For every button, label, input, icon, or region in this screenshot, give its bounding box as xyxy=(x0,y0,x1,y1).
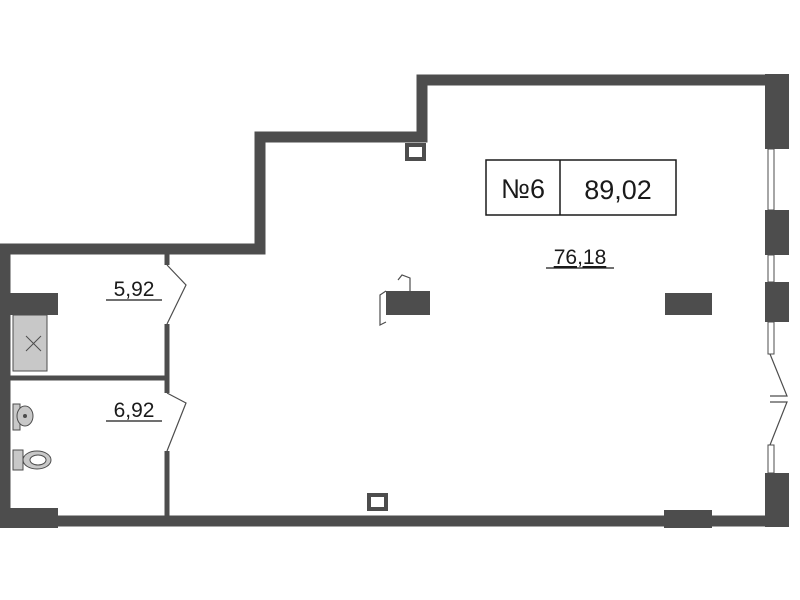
right-pillar-1 xyxy=(765,210,789,255)
central-column xyxy=(386,291,430,315)
unit-badge: №6 89,02 xyxy=(485,159,677,216)
main-room-area: 76,18 xyxy=(554,246,607,269)
floor-drain-x2 xyxy=(25,335,42,352)
room-labels: 76,18 5,92 6,92 xyxy=(106,246,614,422)
bottom-right-block xyxy=(664,510,712,528)
right-wall-bottom xyxy=(765,473,789,527)
toilet-tank xyxy=(12,449,24,471)
toilet-seat xyxy=(29,454,47,466)
door-bathroom xyxy=(166,392,187,452)
exterior-walls xyxy=(0,74,775,527)
entrance-door-leaf-bottom xyxy=(769,401,788,446)
window-2 xyxy=(767,254,775,283)
right-pillar-2 xyxy=(765,282,789,322)
sink-drain xyxy=(23,414,27,418)
interior-doors xyxy=(166,264,411,452)
utility-room-area: 5,92 xyxy=(114,278,155,301)
unit-total-area: 89,02 xyxy=(584,175,652,205)
shaft-bottom xyxy=(367,493,388,511)
unit-number: №6 xyxy=(501,174,545,204)
floor-drain xyxy=(12,314,48,372)
thick-wall-sections xyxy=(0,291,712,528)
window-4 xyxy=(767,444,775,474)
left-wall-block xyxy=(0,293,58,315)
window-3 xyxy=(767,321,775,355)
floor-drain-panel xyxy=(12,314,48,372)
right-wall-top xyxy=(765,74,789,149)
sink xyxy=(12,403,34,431)
entrance-door xyxy=(769,353,788,446)
right-facade xyxy=(765,74,789,527)
entrance-door-leaf-top xyxy=(769,353,788,397)
interior-partitions xyxy=(10,249,170,521)
bottom-left-block xyxy=(0,508,58,528)
door-central xyxy=(379,290,387,326)
unit-badge-frame xyxy=(485,159,677,216)
wall-outline xyxy=(0,74,775,527)
door-utility-room xyxy=(166,264,187,325)
windows xyxy=(767,148,775,474)
door-central-leaf xyxy=(397,274,411,291)
right-column xyxy=(665,293,712,315)
window-1 xyxy=(767,148,775,211)
bathroom-area: 6,92 xyxy=(114,399,155,422)
toilet xyxy=(12,449,52,471)
shaft-top xyxy=(405,143,426,161)
shafts xyxy=(367,143,426,511)
